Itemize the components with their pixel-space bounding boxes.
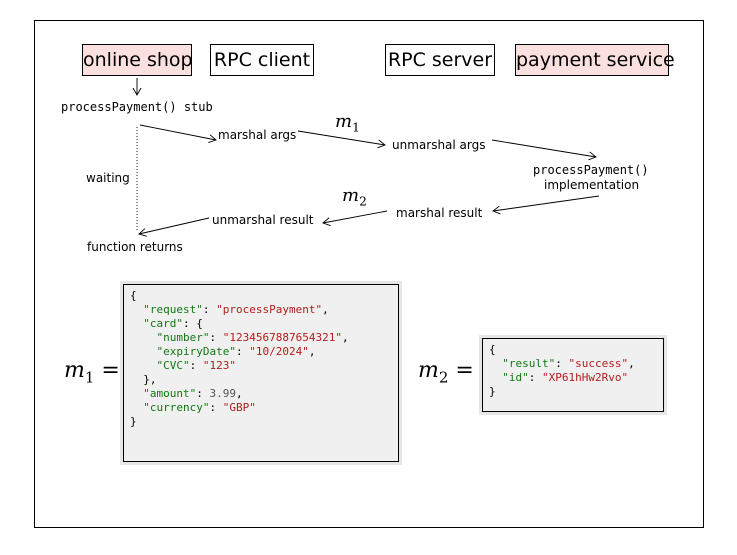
arrow-unmarshal-to-return — [138, 217, 210, 237]
m1-json-box: { "request": "processPayment", "card": {… — [120, 281, 402, 465]
payment-service-header: payment service — [515, 44, 675, 76]
rpc-server-header: RPC server — [385, 44, 495, 76]
m1-equation-label: m1 = — [64, 358, 120, 387]
arrow-impl-to-marshal — [492, 195, 600, 215]
online-shop-header: online shop — [82, 44, 193, 76]
arrow-stub-to-marshal — [139, 124, 217, 143]
waiting-label: waiting — [86, 171, 130, 185]
diagram-frame — [34, 20, 704, 528]
impl-name-label: processPayment() — [533, 163, 649, 177]
m2-json-box: { "result": "success", "id": "XP61hHw2Rv… — [479, 335, 667, 415]
rpc-client-header: RPC client — [210, 44, 314, 76]
m2-arrow-label: m2 — [342, 185, 367, 209]
stub-label: processPayment() stub — [61, 100, 213, 114]
m2-equation-label: m2 = — [418, 358, 474, 387]
marshal-result-label: marshal result — [396, 206, 483, 220]
impl-word-label: implementation — [544, 178, 640, 192]
arrow-m2 — [322, 210, 388, 227]
arrow-unmarshal-to-impl — [491, 139, 597, 161]
arrow-m1 — [297, 130, 386, 149]
function-returns-label: function returns — [87, 240, 183, 254]
unmarshal-result-label: unmarshal result — [212, 213, 314, 227]
m1-arrow-label: m1 — [335, 111, 360, 135]
unmarshal-args-label: unmarshal args — [392, 138, 486, 152]
marshal-args-label: marshal args — [218, 128, 297, 142]
